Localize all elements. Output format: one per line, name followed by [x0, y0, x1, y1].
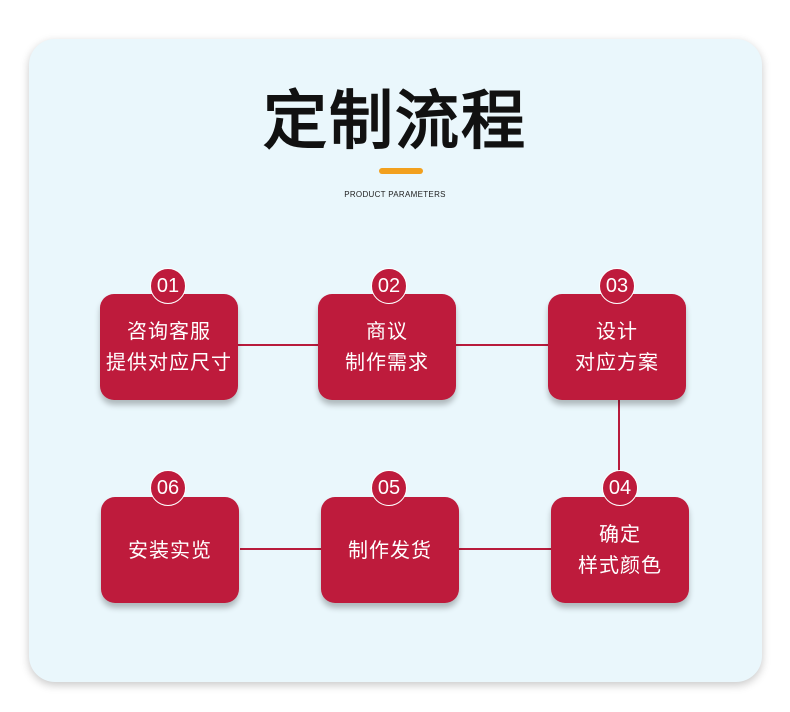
step-01-line2: 提供对应尺寸 — [106, 350, 232, 374]
step-04-box: 确定样式颜色 — [551, 497, 689, 603]
step-06-number: 06 — [150, 470, 186, 506]
step-05-number: 05 — [371, 470, 407, 506]
step-01-box: 咨询客服提供对应尺寸 — [100, 294, 238, 400]
page-title: 定制流程 — [263, 85, 527, 159]
step-06-box: 安装实览 — [101, 497, 239, 603]
step-01-line1: 咨询客服 — [127, 319, 211, 343]
step-04-line2: 样式颜色 — [578, 553, 662, 577]
step-02-box: 商议制作需求 — [318, 294, 456, 400]
step-05-line1: 制作发货 — [348, 537, 432, 562]
connector-05-06 — [240, 548, 321, 550]
step-05-box: 制作发货 — [321, 497, 459, 603]
step-03-number: 03 — [599, 268, 635, 304]
step-03-line2: 对应方案 — [575, 350, 659, 374]
step-04-line1: 确定 — [599, 522, 641, 546]
connector-02-03 — [456, 344, 548, 346]
step-06-line1: 安装实览 — [128, 537, 212, 562]
step-02-line2: 制作需求 — [345, 350, 429, 374]
step-02-line1: 商议 — [366, 319, 408, 343]
connector-03-04 — [618, 400, 620, 472]
step-04-number: 04 — [602, 470, 638, 506]
step-03-line1: 设计 — [596, 319, 638, 343]
connector-01-02 — [238, 344, 318, 346]
title-underline — [379, 168, 423, 174]
step-02-number: 02 — [371, 268, 407, 304]
step-03-box: 设计对应方案 — [548, 294, 686, 400]
step-01-number: 01 — [150, 268, 186, 304]
connector-04-05 — [459, 548, 551, 550]
page-subtitle: PRODUCT PARAMETERS — [344, 190, 446, 199]
